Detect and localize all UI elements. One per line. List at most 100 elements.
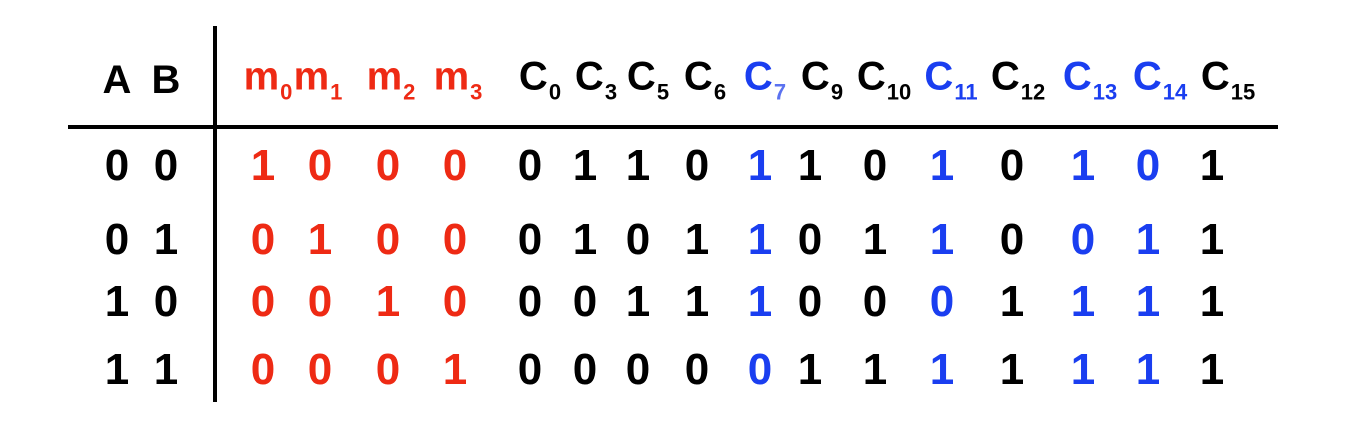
row-0-value-0: 1 [250,141,276,190]
header-subscript: 9 [830,79,844,105]
header-base: m [293,54,330,99]
header-c7: C7 [744,57,786,104]
row-2-value-2: 1 [375,277,401,326]
header-c12: C12 [991,57,1045,104]
header-c5: C5 [627,57,669,104]
header-subscript: 3 [470,79,483,105]
row-2-value-8: 1 [747,277,773,326]
row-2-input-0: 1 [104,277,130,326]
header-subscript: 13 [1092,79,1118,105]
header-divider [68,125,1278,129]
header-subscript: 5 [656,79,670,105]
row-0-value-11: 1 [929,141,955,190]
header-subscript: 12 [1020,79,1046,105]
header-base: C [743,54,773,99]
header-base: C [1200,54,1230,99]
row-2-value-5: 0 [572,277,598,326]
row-3-value-9: 1 [797,345,823,394]
row-1-value-10: 1 [862,215,888,264]
header-c15: C15 [1201,57,1255,104]
row-0-value-3: 0 [442,141,468,190]
header-c3: C3 [575,57,617,104]
row-2-value-7: 1 [684,277,710,326]
header-base: C [1132,54,1162,99]
row-3-value-0: 0 [250,345,276,394]
header-base: m [366,54,403,99]
header-subscript: 0 [548,79,562,105]
row-1-value-14: 1 [1135,215,1161,264]
row-1-input-1: 1 [153,215,179,264]
row-2-value-6: 1 [625,277,651,326]
header-base: C [990,54,1020,99]
row-1-value-4: 0 [517,215,543,264]
row-0-value-6: 1 [625,141,651,190]
row-0-input-1: 0 [153,141,179,190]
row-1-value-8: 1 [747,215,773,264]
row-1-value-13: 0 [1070,215,1096,264]
row-1-value-15: 1 [1199,215,1225,264]
header-subscript: 15 [1230,79,1256,105]
header-base: m [243,54,280,99]
row-3-value-6: 0 [625,345,651,394]
row-2-value-10: 0 [862,277,888,326]
header-m2: m2 [367,57,416,104]
row-3-input-1: 1 [153,345,179,394]
row-1-value-11: 1 [929,215,955,264]
header-subscript: 0 [280,79,293,105]
header-subscript: 10 [886,79,912,105]
header-c10: C10 [857,57,911,104]
header-subscript: 3 [604,79,618,105]
row-3-value-5: 0 [572,345,598,394]
row-3-value-15: 1 [1199,345,1225,394]
row-3-value-12: 1 [999,345,1025,394]
header-base: C [626,54,656,99]
header-m1: m1 [294,57,343,104]
row-1-value-9: 0 [797,215,823,264]
row-2-value-4: 0 [517,277,543,326]
header-subscript: 1 [330,79,343,105]
header-base: C [574,54,604,99]
row-0-value-10: 0 [862,141,888,190]
row-0-value-1: 0 [307,141,333,190]
row-2-value-3: 0 [442,277,468,326]
header-base: C [683,54,713,99]
header-subscript: 14 [1162,79,1188,105]
header-base: C [856,54,886,99]
header-c9: C9 [801,57,843,104]
row-3-value-10: 1 [862,345,888,394]
row-3-input-0: 1 [104,345,130,394]
row-2-value-14: 1 [1135,277,1161,326]
row-1-value-2: 0 [375,215,401,264]
header-c14: C14 [1133,57,1187,104]
row-3-value-14: 1 [1135,345,1161,394]
header-subscript: 11 [954,79,978,105]
header-c11: C11 [924,57,977,104]
row-1-value-1: 1 [307,215,333,264]
row-1-value-12: 0 [999,215,1025,264]
header-base: C [924,54,954,99]
header-c0: C0 [519,57,561,104]
row-0-value-8: 1 [747,141,773,190]
row-0-value-2: 0 [375,141,401,190]
row-2-input-1: 0 [153,277,179,326]
row-2-value-13: 1 [1070,277,1096,326]
header-base: m [433,54,470,99]
row-3-value-7: 0 [684,345,710,394]
row-2-value-0: 0 [250,277,276,326]
row-0-value-5: 1 [572,141,598,190]
row-0-value-14: 0 [1135,141,1161,190]
row-3-value-11: 1 [929,345,955,394]
header-base: C [800,54,830,99]
row-0-input-0: 0 [104,141,130,190]
header-subscript: 6 [713,79,727,105]
row-1-value-3: 0 [442,215,468,264]
row-0-value-13: 1 [1070,141,1096,190]
row-3-value-13: 1 [1070,345,1096,394]
row-3-value-2: 0 [375,345,401,394]
header-input-a: A [102,58,132,102]
row-1-input-0: 0 [104,215,130,264]
row-1-value-6: 0 [625,215,651,264]
row-0-value-15: 1 [1199,141,1225,190]
header-c13: C13 [1063,57,1117,104]
